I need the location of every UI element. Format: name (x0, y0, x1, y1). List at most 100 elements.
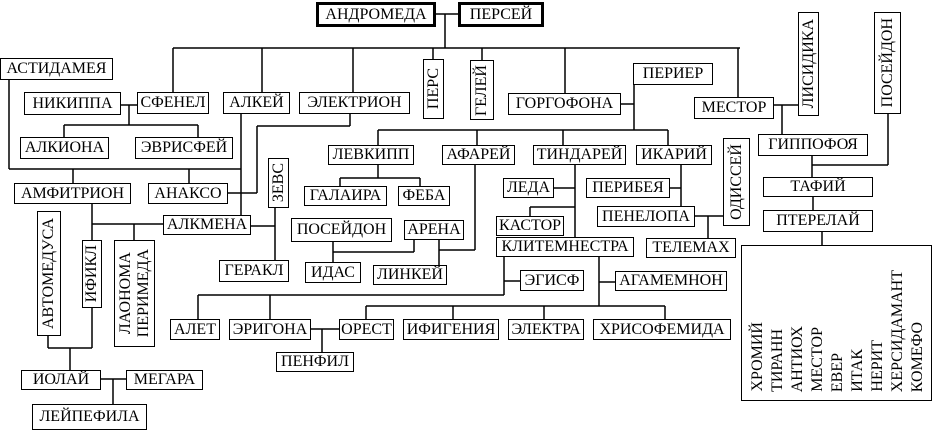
person-sthenelus: СФЕНЕЛ (137, 92, 209, 114)
person-orestes: ОРЕСТ (339, 319, 394, 340)
person-iphigenia: ИФИГЕНИЯ (403, 319, 499, 340)
person-name: ТАФИЙ (790, 178, 846, 195)
person-name: ПЕРИБЕЯ (592, 179, 664, 196)
person-perseus: ПЕРСЕЙ (458, 2, 544, 27)
person-name: ГЕЛЕЙ (473, 64, 490, 116)
person-penthilus: ПЕНФИЛ (276, 352, 354, 372)
son-name: НЕРИТ (869, 340, 886, 392)
person-pterelaus: ПТЕРЕЛАЙ (763, 210, 873, 232)
person-name: ОРЕСТ (341, 320, 392, 338)
person-name: НИКИППА (32, 94, 113, 112)
person-lynceus: ЛИНКЕЙ (373, 265, 447, 285)
person-name: АЛКИОНА (24, 139, 105, 156)
person-electra: ЭЛЕКТРА (508, 319, 584, 340)
person-alcyone: АЛКИОНА (20, 137, 109, 159)
person-heracles: ГЕРАКЛ (219, 260, 289, 282)
person-name: ЗЕВС (269, 163, 287, 203)
person-iolaus: ИОЛАЙ (21, 370, 101, 390)
person-name: ГЕРАКЛ (224, 262, 284, 279)
person-aphareus: АФАРЕЙ (442, 145, 515, 165)
person-name: МЕСТОР (701, 99, 767, 116)
person-name: АФАРЕЙ (446, 146, 511, 163)
person-name: КЛИТЕМНЕСТРА (501, 238, 629, 255)
person-telemachus: ТЕЛЕМАХ (646, 238, 736, 258)
person-name: АСТИДАМЕЯ (6, 60, 107, 77)
person-periboea: ПЕРИБЕЯ (586, 178, 670, 198)
person-name: КАСТОР (498, 217, 562, 234)
son-name: МЕСТОР (809, 327, 826, 392)
person-name: ПОСЕЙДОН (878, 18, 896, 108)
son-name: ЕВЕР (829, 352, 846, 392)
person-megara: МЕГАРА (126, 370, 203, 390)
person-alcaeus: АЛКЕЙ (223, 92, 290, 114)
person-electryon: ЭЛЕКТРИОН (299, 92, 410, 114)
person-name: ПЕНЕЛОПА (602, 207, 690, 225)
person-name: ЛЕДА (506, 179, 551, 196)
person-name: ИФИКЛ (83, 245, 100, 303)
person-iphicles: ИФИКЛ (82, 240, 102, 308)
person-chrysothemis: ХРИСОФЕМИДА (593, 319, 731, 340)
person-poseidon: ПОСЕЙДОН (291, 218, 392, 242)
person-castor: КАСТОР (496, 216, 564, 236)
person-mestor: МЕСТОР (694, 97, 774, 119)
person-name: ЛИНКЕЙ (377, 266, 443, 283)
person-name: ЭЛЕКТРА (511, 320, 581, 338)
son-name: ТИРАНН (769, 329, 786, 392)
person-alcmene: АЛКМЕНА (163, 215, 251, 235)
son-name: ИТАК (849, 349, 866, 392)
person-name: ИКАРИЙ (641, 146, 707, 163)
person-lysidice: ЛИСИДИКА (798, 12, 819, 116)
person-andromeda: АНДРОМЕДА (316, 2, 436, 27)
person-leda: ЛЕДА (503, 178, 554, 198)
person-name: ТИНДАРЕЙ (536, 146, 623, 163)
person-name: АЛКМЕНА (166, 216, 248, 233)
person-name: ИФИГЕНИЯ (406, 320, 496, 338)
person-name: ЭГИСФ (524, 271, 580, 289)
person-name: ПОСЕЙДОН (296, 221, 387, 238)
person-name: ФЕБА (402, 187, 446, 204)
person-zeus: ЗЕВС (268, 158, 289, 208)
person-poseidon-top: ПОСЕЙДОН (874, 12, 901, 114)
person-perieres: ПЕРИЕР (633, 63, 713, 85)
person-perses: ПЕРС (423, 59, 444, 119)
son-name: ХРОМИЙ (749, 322, 766, 392)
person-name: АВТОМЕДУСА (40, 218, 57, 329)
person-aletes: АЛЕТ (170, 319, 220, 340)
person-phoebe: ФЕБА (398, 186, 450, 206)
person-name: ИОЛАЙ (32, 371, 90, 388)
person-name: АМФИТРИОН (20, 184, 125, 202)
person-name: АНДРОМЕДА (325, 5, 427, 23)
person-name: ЛЕЙПЕФИЛА (39, 408, 140, 425)
son-name: ХЕРСИДАМАНТ (889, 269, 906, 392)
person-name: АЛЕТ (174, 320, 216, 338)
person-icarius: ИКАРИЙ (636, 145, 712, 165)
person-name: ГАЛАИРА (309, 187, 382, 204)
person-hilaeira: ГАЛАИРА (304, 186, 387, 206)
person-name: ЛАОНОМА (116, 252, 134, 335)
person-name: СФЕНЕЛ (140, 94, 206, 111)
person-name: ЭВРИСФЕЙ (140, 139, 228, 156)
person-leucippus: ЛЕВКИПП (328, 145, 414, 165)
person-gorgophone: ГОРГОФОНА (508, 93, 621, 115)
person-astydameia: АСТИДАМЕЯ (0, 58, 113, 80)
person-name: ПЕНФИЛ (281, 353, 349, 370)
person-automedusa: АВТОМЕДУСА (37, 211, 61, 336)
person-name: ЭРИГОНА (232, 320, 308, 338)
son-name: КОМЕФО (909, 321, 926, 392)
person-eurystheus: ЭВРИСФЕЙ (135, 137, 233, 159)
person-name: ЭЛЕКТРИОН (307, 94, 402, 111)
person-name: ПЕРИЕР (642, 65, 704, 82)
person-name: ЛИСИДИКА (799, 19, 817, 109)
person-name: АЛКЕЙ (229, 94, 284, 111)
person-agamemnon: АГАМЕМНОН (615, 271, 727, 291)
person-name: ПЕРСЕЙ (469, 5, 533, 23)
person-taphius: ТАФИЙ (763, 177, 873, 197)
person-name: АГАМЕМНОН (619, 272, 723, 289)
person-name: АНАКСО (154, 184, 222, 202)
person-name: МЕГАРА (133, 371, 196, 388)
person-tyndareus: ТИНДАРЕЙ (533, 145, 626, 165)
person-arene: АРЕНА (404, 220, 464, 240)
